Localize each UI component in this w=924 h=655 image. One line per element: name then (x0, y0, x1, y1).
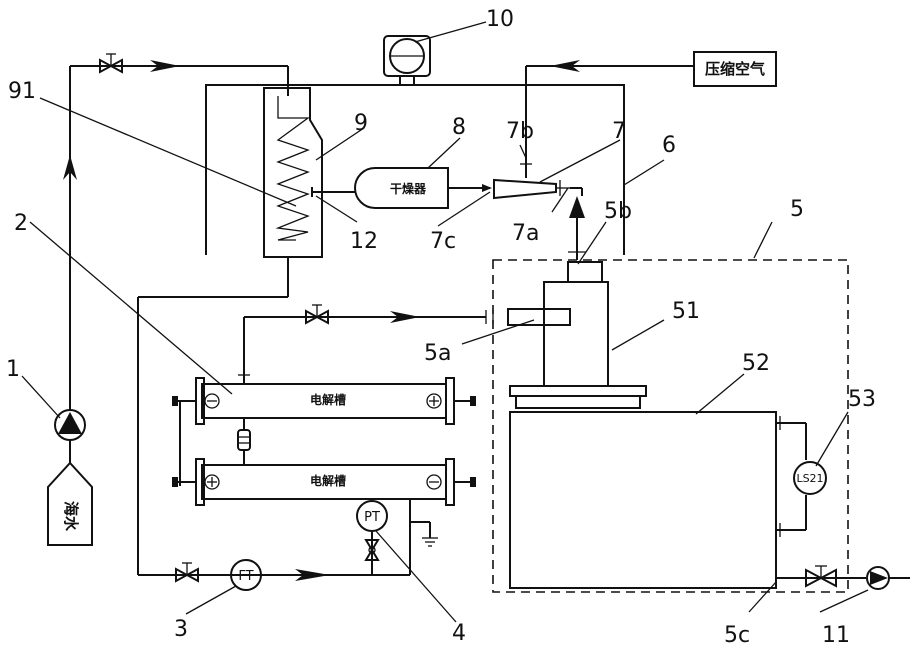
valve-icon (305, 304, 329, 325)
electrolyzer-bottom: 电解槽 (172, 458, 476, 506)
compressed-air-box: 压缩空气 (693, 51, 777, 87)
label-1: 1 (6, 357, 20, 382)
label-7a: 7a (512, 221, 539, 246)
label-7b: 7b (506, 119, 534, 144)
pt-label: PT (364, 510, 380, 525)
ls-label: LS21 (796, 472, 823, 485)
label-5c: 5c (724, 623, 750, 648)
label-12: 12 (350, 229, 378, 254)
pump-icon (54, 409, 86, 441)
flow-transmitter: FT (230, 559, 262, 591)
label-7: 7 (612, 119, 626, 144)
label-4: 4 (452, 621, 466, 646)
tank-52 (509, 411, 777, 589)
pump-icon (866, 566, 890, 590)
ejector-icon (493, 178, 570, 200)
electrolyzer-bottom-label: 电解槽 (310, 473, 346, 488)
label-51: 51 (672, 299, 700, 324)
compressed-air-label: 压缩空气 (705, 60, 765, 78)
label-52: 52 (742, 351, 770, 376)
dryer: 干燥器 (354, 167, 449, 209)
label-9: 9 (354, 111, 368, 136)
label-10: 10 (486, 7, 514, 32)
ft-label: FT (238, 569, 253, 584)
pressure-transmitter: PT (356, 500, 388, 532)
valve-icon (175, 562, 199, 583)
label-7c: 7c (430, 229, 456, 254)
label-91: 91 (8, 79, 36, 104)
valve-icon (805, 565, 837, 588)
valve-icon (99, 53, 123, 74)
label-53: 53 (848, 387, 876, 412)
condenser (263, 87, 323, 258)
label-6: 6 (662, 133, 676, 158)
label-2: 2 (14, 211, 28, 236)
dryer-label: 干燥器 (390, 181, 427, 196)
component-10 (383, 35, 431, 86)
valve-icon (364, 539, 380, 561)
label-5: 5 (790, 197, 804, 222)
label-8: 8 (452, 115, 466, 140)
label-5a: 5a (424, 341, 451, 366)
seawater-label: 海水 (62, 501, 80, 532)
seawater-tank: 海水 (47, 461, 93, 546)
electrolyzer-top: 电解槽 (172, 377, 476, 425)
column-51 (509, 261, 647, 409)
electrolyzer-top-label: 电解槽 (310, 392, 346, 407)
label-5b: 5b (604, 199, 632, 224)
label-11: 11 (822, 623, 850, 648)
level-sensor: LS21 (793, 461, 827, 495)
label-3: 3 (174, 617, 188, 642)
